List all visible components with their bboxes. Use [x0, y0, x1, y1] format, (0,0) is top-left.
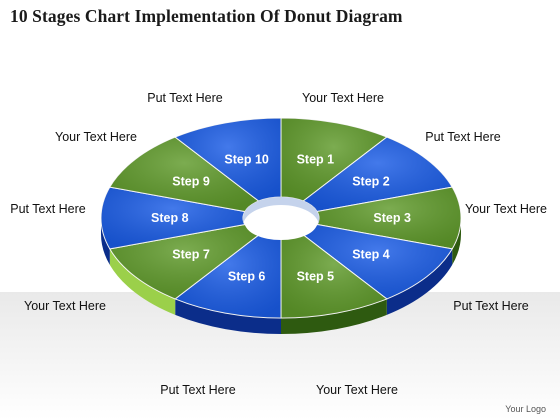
step-label-10: Step 10 — [224, 152, 269, 166]
donut-slice-shade-4 — [303, 224, 453, 299]
hole-inner-wall — [243, 197, 319, 226]
step-label-7: Step 7 — [172, 247, 210, 261]
step-label-4: Step 4 — [352, 247, 390, 261]
page-title: 10 Stages Chart Implementation Of Donut … — [10, 6, 403, 26]
donut-side-8 — [101, 218, 110, 265]
callout-step-6: Put Text Here — [160, 383, 236, 397]
step-label-1: Step 1 — [297, 152, 335, 166]
donut-side-6 — [175, 298, 281, 334]
callout-step-1: Your Text Here — [302, 91, 384, 105]
step-label-2: Step 2 — [352, 175, 390, 189]
donut-side-5 — [281, 298, 387, 334]
callout-step-4: Put Text Here — [453, 299, 529, 313]
donut-slice-shade-5 — [281, 234, 387, 318]
donut-slice-shade-2 — [303, 137, 453, 212]
callout-step-8: Put Text Here — [10, 202, 86, 216]
hole-floor — [245, 206, 317, 240]
donut-slice-shade-6 — [175, 234, 281, 318]
donut-slice-shade-7 — [109, 224, 259, 299]
callout-step-9: Your Text Here — [55, 130, 137, 144]
step-label-3: Step 3 — [373, 211, 411, 225]
step-labels: Step 1 Step 2 Step 3 Step 4 Step 5 Step 6 Step… — [151, 152, 411, 283]
callout-step-10: Put Text Here — [147, 91, 223, 105]
donut-side-3 — [452, 218, 461, 265]
donut-slice-shade-3 — [317, 187, 462, 249]
donut-slice-shade-8 — [100, 187, 245, 249]
donut-slices — [100, 117, 462, 319]
callout-step-2: Put Text Here — [425, 130, 501, 144]
donut-hole — [243, 197, 319, 240]
step-label-5: Step 5 — [297, 270, 335, 284]
donut-slice-shade-10 — [175, 118, 281, 202]
callout-step-5: Your Text Here — [316, 383, 398, 397]
donut-slice-shade-1 — [281, 118, 387, 202]
callout-step-3: Your Text Here — [465, 202, 547, 216]
callout-step-7: Your Text Here — [24, 299, 106, 313]
logo-text: Your Logo — [505, 404, 546, 414]
step-label-6: Step 6 — [228, 270, 266, 284]
step-label-9: Step 9 — [172, 175, 210, 189]
donut-slice-shade-9 — [109, 137, 259, 212]
step-label-8: Step 8 — [151, 211, 189, 225]
